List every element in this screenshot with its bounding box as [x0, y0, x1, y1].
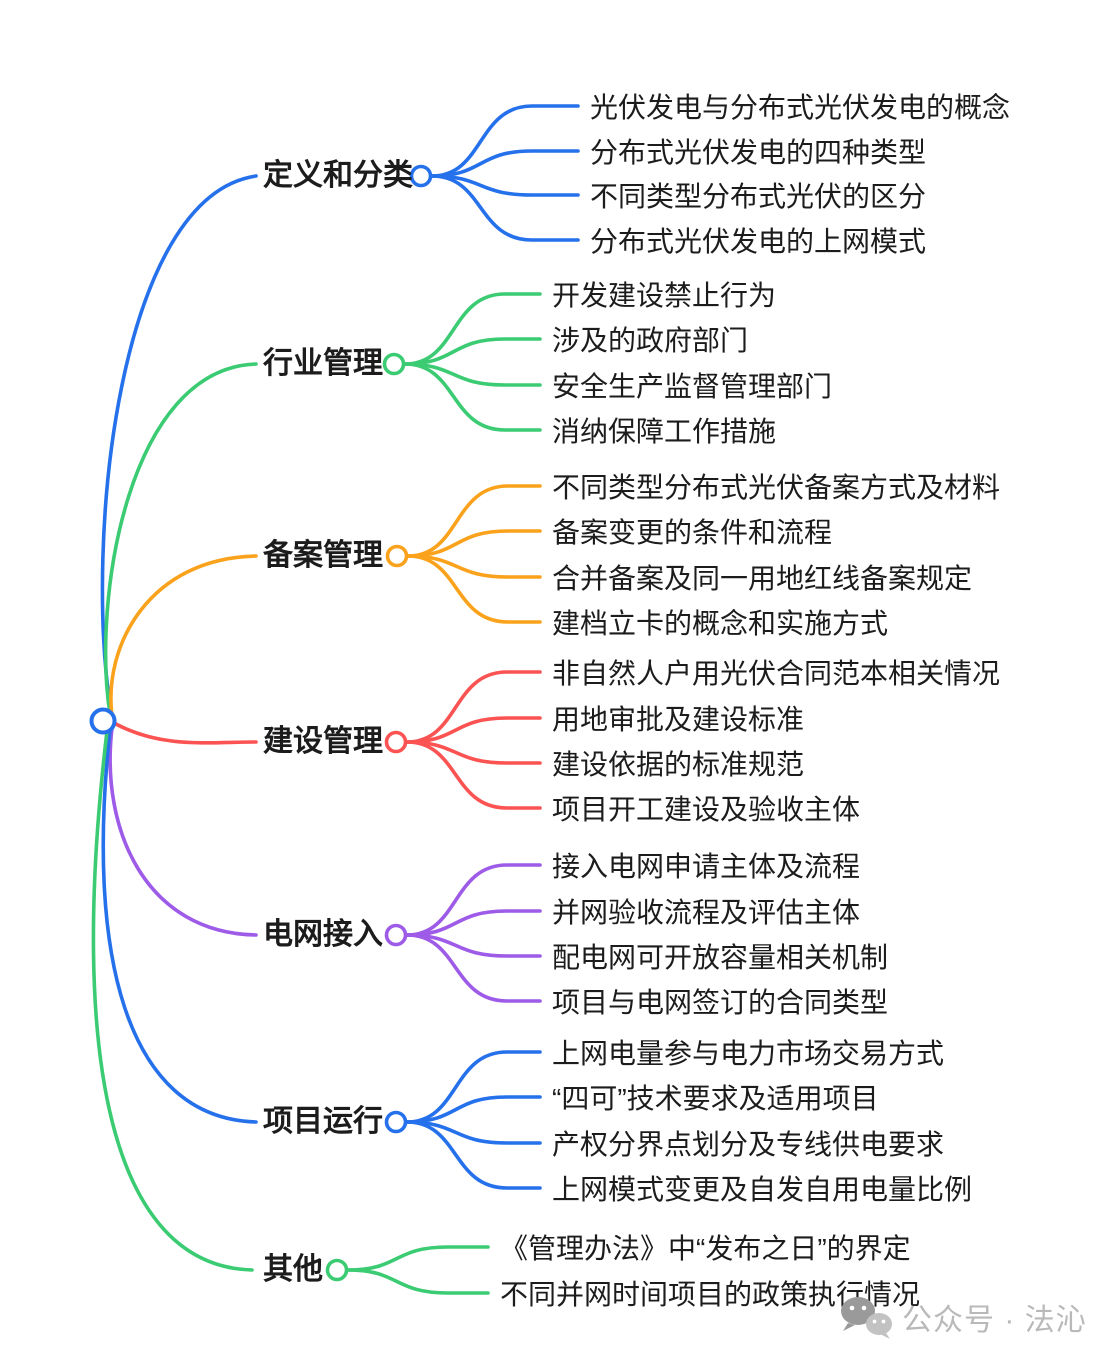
child-node: 接入电网申请主体及流程 — [552, 851, 861, 882]
branch7-node-circle — [325, 1258, 349, 1282]
branch4-child-line — [405, 740, 542, 810]
branch3-child-line — [406, 529, 542, 558]
branch6-child-line — [405, 1120, 542, 1190]
branch4-child-line — [405, 670, 542, 744]
child-node: 涉及的政府部门 — [552, 325, 749, 356]
child-node: 并网验收流程及评估主体 — [552, 897, 861, 928]
branch2-child-line — [403, 362, 542, 432]
branch1-child-line — [430, 104, 580, 178]
mindmap-root-node — [89, 707, 117, 735]
root-branch-line-5 — [108, 726, 258, 937]
child-node: 合并备案及同一用地红线备案规定 — [552, 563, 973, 594]
child-node: 不同类型分布式光伏备案方式及材料 — [552, 472, 1001, 503]
watermark-text: 公众号 · 法沁 — [902, 1304, 1087, 1337]
root-branch-line-1 — [100, 174, 258, 714]
branch6-child-line — [405, 1095, 542, 1124]
branch-label-filing: 备案管理 — [263, 539, 383, 572]
child-node: 建设依据的标准规范 — [552, 749, 805, 780]
child-node: 非自然人户用光伏合同范本相关情况 — [552, 658, 1001, 689]
child-node: “四可”技术要求及适用项目 — [552, 1083, 879, 1114]
branch-label-industry: 行业管理 — [263, 347, 383, 380]
child-node: 建档立卡的概念和实施方式 — [552, 608, 889, 639]
branch7-child-line — [346, 1268, 490, 1295]
branch5-child-line — [405, 933, 542, 1003]
child-node: 项目开工建设及验收主体 — [552, 794, 861, 825]
branch4-node-circle — [384, 730, 408, 754]
child-node: 《管理办法》中“发布之日”的界定 — [500, 1233, 911, 1264]
branch-label-grid-access: 电网接入 — [263, 918, 383, 951]
branch6-node-circle — [384, 1110, 408, 1134]
child-node: 用地审批及建设标准 — [552, 704, 805, 735]
branch5-child-line — [405, 863, 542, 937]
root-branch-line-2 — [103, 362, 258, 716]
child-node: 产权分界点划分及专线供电要求 — [552, 1129, 945, 1160]
child-node: 不同类型分布式光伏的区分 — [590, 181, 927, 212]
branch1-child-line — [430, 174, 580, 242]
branch3-child-line — [406, 484, 542, 558]
branch4-child-line — [405, 716, 542, 744]
root-branch-line-4 — [112, 721, 258, 745]
branch-label-other: 其他 — [263, 1253, 323, 1286]
wechat-icon — [841, 1297, 892, 1339]
branch5-node-circle — [384, 923, 408, 947]
child-node: 光伏发电与分布式光伏发电的概念 — [590, 92, 1011, 123]
child-node: 项目与电网签订的合同类型 — [552, 987, 889, 1018]
branch1-child-line — [430, 174, 580, 197]
branch3-child-line — [406, 554, 542, 624]
child-node: 上网模式变更及自发自用电量比例 — [552, 1174, 973, 1205]
child-node: 备案变更的条件和流程 — [552, 517, 833, 548]
child-node: 分布式光伏发电的四种类型 — [590, 137, 927, 168]
root-branch-line-7 — [91, 729, 254, 1272]
child-node: 消纳保障工作措施 — [552, 416, 777, 447]
root-branch-line-6 — [101, 728, 258, 1124]
branch-label-operation: 项目运行 — [263, 1105, 383, 1138]
child-node: 开发建设禁止行为 — [552, 280, 777, 311]
root-branch-line-3 — [109, 554, 258, 718]
branch2-child-line — [403, 337, 542, 366]
child-node: 上网电量参与电力市场交易方式 — [552, 1038, 945, 1069]
branch1-node-circle — [409, 164, 433, 188]
branch-label-construction: 建设管理 — [263, 725, 383, 758]
branch2-child-line — [403, 292, 542, 366]
child-node: 配电网可开放容量相关机制 — [552, 942, 889, 973]
branch1-child-line — [430, 149, 580, 178]
branch5-child-line — [405, 909, 542, 937]
branch6-child-line — [405, 1050, 542, 1124]
branch2-node-circle — [382, 352, 406, 376]
branch7-child-line — [346, 1245, 490, 1272]
branch-label-definitions: 定义和分类 — [263, 159, 413, 192]
watermark: 公众号 · 法沁 — [838, 1294, 1087, 1340]
child-node: 分布式光伏发电的上网模式 — [590, 226, 927, 257]
branch3-node-circle — [385, 544, 409, 568]
child-node: 安全生产监督管理部门 — [552, 371, 833, 402]
